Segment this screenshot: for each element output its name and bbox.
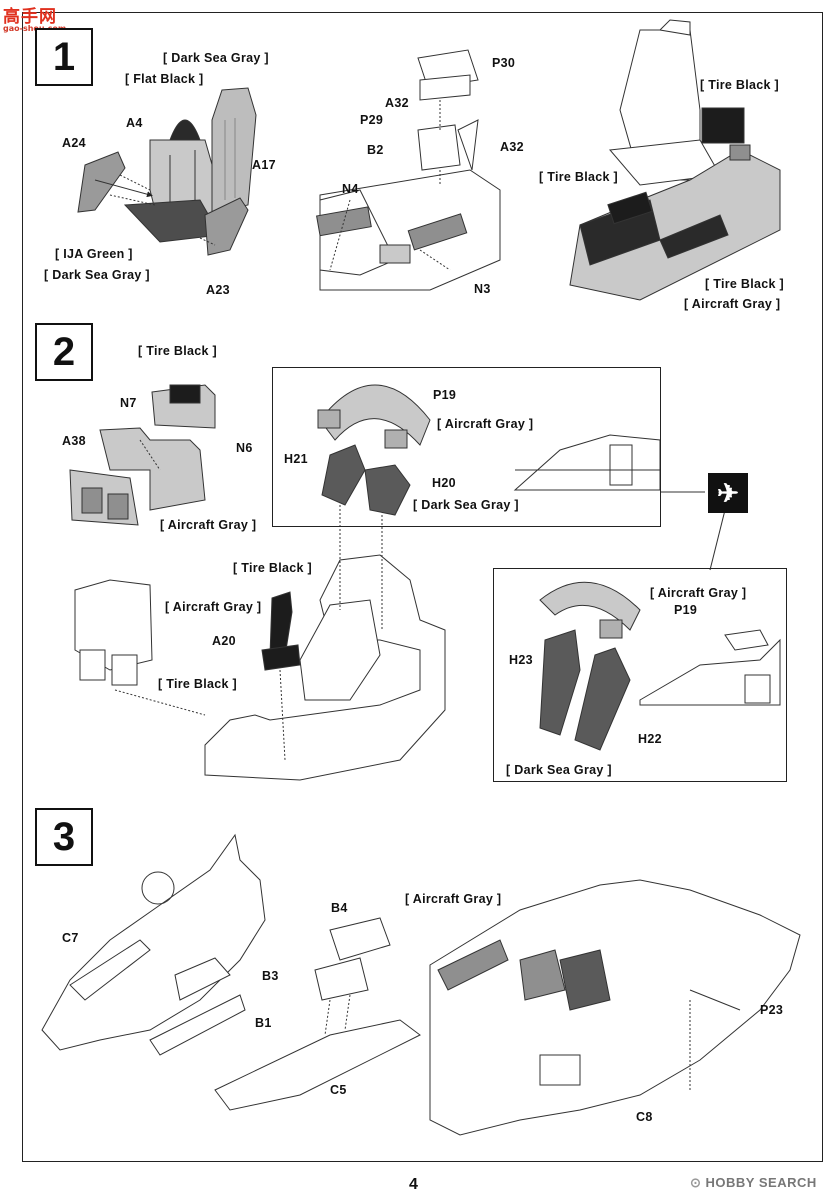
part-p30: P30 [492,56,516,70]
label-aircraft-gray: [ Aircraft Gray ] [160,518,257,532]
label-dark-sea-gray: [ Dark Sea Gray ] [163,51,269,65]
label-tire-black: [ Tire Black ] [138,344,217,358]
step1-seat-assembly [77,87,257,256]
part-a23: A23 [206,283,230,297]
footer-brand-logo: ⊙ HOBBY SEARCH [690,1175,817,1191]
label-aircraft-gray: [ Aircraft Gray ] [437,417,534,431]
part-n6: N6 [236,441,253,455]
label-aircraft-gray: [ Aircraft Gray ] [165,600,262,614]
rear-inset-box [493,568,787,782]
page-number: 4 [409,1176,418,1193]
step-1-number: 1 [35,28,93,86]
part-a20: A20 [212,634,236,648]
part-a17: A17 [252,158,276,172]
watermark-url: gao-shou.com [3,24,66,33]
label-aircraft-gray: [ Aircraft Gray ] [684,297,781,311]
part-p19: P19 [433,388,457,402]
step2-right-inset [539,581,781,751]
label-aircraft-gray: [ Aircraft Gray ] [405,892,502,906]
step3-right-fuselage [429,879,801,1136]
page-frame [22,12,823,1162]
part-h20: H20 [432,476,456,490]
part-a38: A38 [62,434,86,448]
label-tire-black: [ Tire Black ] [158,677,237,691]
label-tire-black: [ Tire Black ] [233,561,312,575]
part-b3: B3 [262,969,279,983]
step1-assembled-view [569,19,781,301]
step2-cockpit-assembly [74,505,446,781]
brand-name: HOBBY SEARCH [705,1175,817,1190]
part-p29: P29 [360,113,384,127]
label-ija-green: [ IJA Green ] [55,247,133,261]
part-a32: A32 [385,96,409,110]
part-h22: H22 [638,732,662,746]
part-p19: P19 [674,603,698,617]
part-a4: A4 [126,116,143,130]
label-tire-black: [ Tire Black ] [705,277,784,291]
canopy-inset-box [272,367,661,527]
part-b2: B2 [367,143,384,157]
label-tire-black: [ Tire Black ] [700,78,779,92]
part-n7: N7 [120,396,137,410]
inset-link-icon: ✈ [708,473,748,513]
part-c8: C8 [636,1110,653,1124]
brand-glyph-icon: ⊙ [690,1175,702,1190]
label-flat-black: [ Flat Black ] [125,72,204,86]
label-dark-sea-gray: [ Dark Sea Gray ] [506,763,612,777]
label-tire-black: [ Tire Black ] [539,170,618,184]
step-3-number: 3 [35,808,93,866]
watermark-logo: 高手网 gao-shou.com [3,2,66,33]
part-c7: C7 [62,931,79,945]
step-2-number: 2 [35,323,93,381]
part-h21: H21 [284,452,308,466]
step2-canopy-inset [317,384,661,516]
part-b4: B4 [331,901,348,915]
label-dark-sea-gray: [ Dark Sea Gray ] [413,498,519,512]
step3-left-fuselage [41,833,266,1056]
part-p23: P23 [760,1003,784,1017]
part-c5: C5 [330,1083,347,1097]
label-dark-sea-gray: [ Dark Sea Gray ] [44,268,150,282]
part-a24: A24 [62,136,86,150]
part-b1: B1 [255,1016,272,1030]
part-n3: N3 [474,282,491,296]
part-n4: N4 [342,182,359,196]
step2-panel-assembly [69,384,216,526]
label-aircraft-gray: [ Aircraft Gray ] [650,586,747,600]
part-a32: A32 [500,140,524,154]
part-h23: H23 [509,653,533,667]
watermark-title: 高手网 [3,7,57,27]
step1-tub-assembly [316,49,501,291]
step3-floor-parts [214,917,421,1111]
